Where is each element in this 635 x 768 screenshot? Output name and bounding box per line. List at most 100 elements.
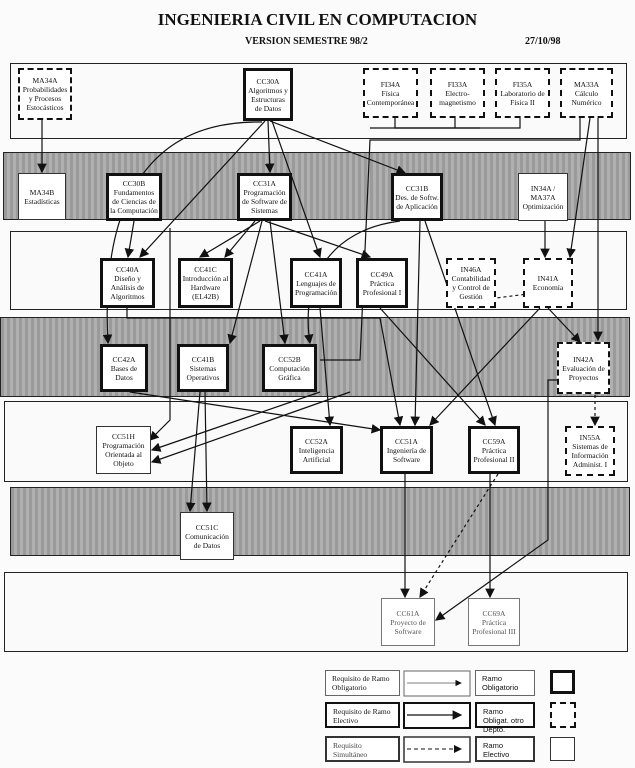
course-code: IN55A (579, 433, 601, 442)
course-name: Bases de Datos (110, 363, 138, 382)
course-code: CC30B (122, 179, 146, 188)
legend-req-obligatorio: Requisito de Ramo Obligatorio (325, 670, 400, 696)
course-name: Programación de Software de Sistemas (242, 188, 287, 215)
course-name: Práctica Profesional II (473, 445, 515, 464)
course-name: Optimización (522, 201, 564, 211)
course-name: Ingeniería de Software (386, 445, 427, 464)
legend-thin-box-sample (550, 737, 575, 761)
page-title: INGENIERIA CIVIL EN COMPUTACION (157, 10, 478, 29)
course-code: CC31A (253, 179, 276, 188)
course-name: Práctica Profesional I (362, 278, 402, 297)
course-name: Inteligencia Artificial (298, 445, 335, 464)
course-name: Cálculo Numérico (571, 88, 602, 107)
course-name: Contabilidad y Control de Gestión (451, 274, 491, 301)
course-code: CC51H (112, 432, 135, 441)
course-code: IN42A (573, 354, 594, 364)
course-code: FI33A (447, 79, 468, 89)
course-name: Física Contemporánea (366, 88, 415, 107)
semester-band-6 (10, 487, 630, 556)
course-code: CC52B (278, 354, 301, 364)
legend-req-simultaneo: Requisito Simultáneo (325, 736, 400, 762)
course-name: Evaluación de Proyectos (562, 363, 605, 382)
course-name: Lenguajes de Programación (294, 278, 338, 297)
course-code: IN34A / MA37A (530, 183, 556, 202)
course-code: FI34A (380, 79, 401, 89)
course-name: Electro-magnetismo (439, 88, 476, 107)
course-name: Comunicación de Datos (185, 531, 229, 550)
course-name: Práctica Profesional III (472, 617, 516, 636)
course-name: Laboratorio de Física II (500, 88, 545, 107)
course-code: CC69A (482, 608, 506, 618)
course-code: CC41A (304, 269, 328, 279)
course-code: MA34B (29, 187, 55, 197)
course-code: CC49A (370, 269, 394, 279)
course-code: CC40A (116, 265, 139, 274)
course-name: Algoritmos y Estructuras de Datos (248, 85, 288, 113)
course-name: Diseño y Análisis de Algoritmos (110, 274, 145, 301)
course-name: Probabilidades y Procesos Estocásticos (22, 85, 68, 112)
course-name: Sistemas de Información Administ. I (571, 442, 609, 469)
legend-thick-box-sample (550, 670, 575, 694)
legend-ramo-electivo: Ramo Electivo (475, 736, 535, 762)
course-name: Fundamentos de Ciencias de la Computació… (110, 188, 158, 215)
course-code: FI35A (512, 79, 533, 89)
course-code: MA33A (573, 79, 599, 89)
course-code: CC42A (112, 354, 136, 364)
version-label: VERSION SEMESTRE 98/2 (245, 36, 368, 47)
course-name: Computación Gráfica (269, 363, 310, 382)
course-name: Des. de Softw. de Aplicación (395, 192, 439, 211)
course-code: CC61A (396, 608, 420, 618)
course-code: CC41B (191, 354, 215, 364)
course-code: CC41C (194, 265, 217, 274)
course-code: CC52A (305, 436, 328, 446)
course-code: CC30A (256, 76, 280, 86)
semester-band-7 (4, 572, 628, 652)
date-label: 27/10/98 (525, 36, 561, 47)
course-code: CC51A (395, 436, 418, 446)
course-code: IN41A (537, 274, 559, 283)
course-name: Programación Orientada al Objeto (102, 441, 145, 468)
course-name: Sistemas Operativos (186, 363, 220, 382)
course-code: IN46A (460, 265, 482, 274)
legend-req-electivo: Requisito de Ramo Electivo (325, 702, 400, 728)
legend-dashed-box-sample (550, 702, 576, 728)
legend-arrow-samples (403, 670, 471, 763)
course-code: MA34A (32, 76, 58, 85)
course-name: Proyecto de Software (390, 617, 426, 636)
course-code: CC31B (405, 183, 429, 193)
course-code: CC51C (195, 522, 219, 532)
course-name: Estadísticas (24, 196, 60, 206)
course-name: Economía (532, 283, 564, 292)
course-code: CC59A (482, 436, 506, 446)
